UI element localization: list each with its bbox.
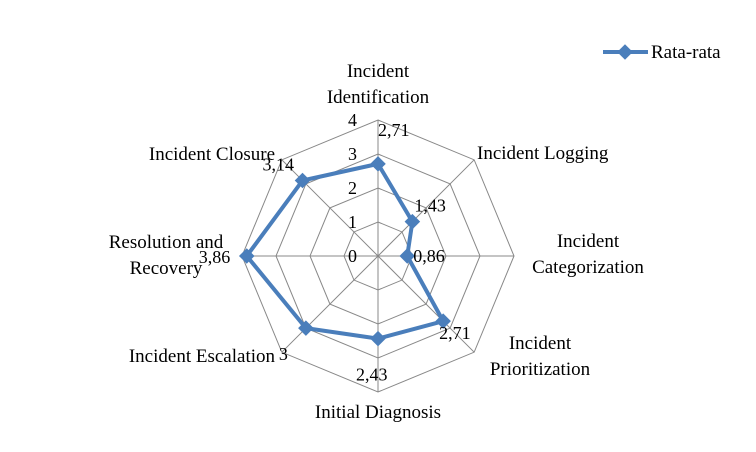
data-label: 2,71 xyxy=(378,120,410,140)
legend-label: Rata-rata xyxy=(651,42,721,63)
tick-label: 1 xyxy=(348,212,357,232)
legend-diamond-marker xyxy=(617,44,633,60)
category-label: Incident Closure xyxy=(149,144,275,165)
tick-label: 4 xyxy=(348,110,357,130)
data-point-marker xyxy=(238,248,255,264)
data-point-marker xyxy=(370,330,386,347)
data-point-marker xyxy=(294,172,311,189)
tick-label: 2 xyxy=(348,178,357,198)
data-label: 2,71 xyxy=(439,323,471,343)
category-label: Incident Escalation xyxy=(129,346,276,367)
radial-axis xyxy=(377,255,475,353)
data-label: 2,43 xyxy=(356,365,388,385)
data-point-marker xyxy=(370,156,386,172)
radial-axis xyxy=(377,159,475,257)
data-label: 3,86 xyxy=(199,247,231,267)
radial-axis xyxy=(281,159,379,257)
data-label: 1,43 xyxy=(414,196,446,216)
category-label: Incident Logging xyxy=(477,143,609,164)
radial-axis xyxy=(281,255,379,353)
tick-label: 0 xyxy=(348,246,357,266)
legend: Rata-rata xyxy=(603,42,721,63)
data-label: 0,86 xyxy=(413,246,445,266)
radial-tick-labels: 0 1 2 3 4 xyxy=(348,110,357,266)
data-point-marker xyxy=(404,213,421,230)
data-labels: 2,71 1,43 0,86 2,71 2,43 3 3,86 3,14 xyxy=(199,120,471,385)
category-label: Initial Diagnosis xyxy=(315,402,441,423)
data-label: 3 xyxy=(279,344,288,364)
tick-label: 3 xyxy=(348,144,357,164)
data-label: 3,14 xyxy=(263,155,295,175)
